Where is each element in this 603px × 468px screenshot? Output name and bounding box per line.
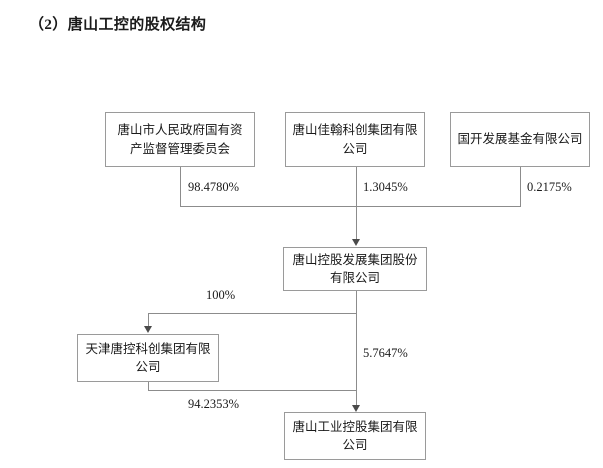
node-label: 天津唐控科创集团有限公司	[85, 341, 211, 374]
node-label: 唐山佳翰科创集团有限公司	[292, 123, 418, 156]
edge-percent-tianjin-gongkong: 94.2353%	[188, 397, 240, 411]
connector-tianjin-drop-down	[148, 382, 149, 391]
node-tianjin-tangkong: 天津唐控科创集团有限公司	[77, 334, 219, 382]
edge-percent-tangkong-tianjin: 100%	[206, 288, 236, 302]
connector-bottom-drop	[356, 390, 357, 407]
edge-percent-guokai: 0.2175%	[527, 180, 572, 194]
connector-jiahan-drop	[356, 167, 357, 207]
node-jiahan-group: 唐山佳翰科创集团有限公司	[285, 112, 425, 167]
edge-percent-sasac: 98.4780%	[188, 180, 240, 194]
node-guokai-fund: 国开发展基金有限公司	[450, 112, 590, 167]
page-title: （2）唐山工控的股权结构	[29, 17, 207, 33]
node-tangshan-holding-group: 唐山控股发展集团股份有限公司	[283, 247, 427, 291]
arrow-tangkong-to-tianjin	[144, 326, 152, 333]
node-label: 唐山市人民政府国有资产监督管理委员会	[117, 123, 243, 156]
connector-bus-to-tangkong	[356, 206, 357, 240]
node-tangshan-industrial-holding: 唐山工业控股集团有限公司	[284, 412, 426, 460]
connector-top-bus	[180, 206, 521, 207]
connector-guokai-drop	[520, 167, 521, 207]
node-label: 唐山控股发展集团股份有限公司	[292, 252, 418, 285]
connector-tianjin-drop	[148, 313, 149, 327]
arrow-bus-to-tangkong	[352, 239, 360, 246]
edge-percent-jiahan: 1.3045%	[363, 180, 408, 194]
connector-tianjin-to-gongkong-bus	[148, 390, 357, 391]
connector-tangkong-to-tianjin-bus	[148, 313, 357, 314]
connector-tangkong-trunk	[356, 291, 357, 390]
connector-sasac-drop	[180, 167, 181, 207]
node-label: 唐山工业控股集团有限公司	[292, 419, 418, 452]
node-label: 国开发展基金有限公司	[457, 132, 583, 147]
edge-percent-tangkong-gongkong: 5.7647%	[363, 346, 408, 360]
node-tangshan-sasac: 唐山市人民政府国有资产监督管理委员会	[105, 112, 255, 167]
arrow-to-gongkong	[352, 405, 360, 412]
